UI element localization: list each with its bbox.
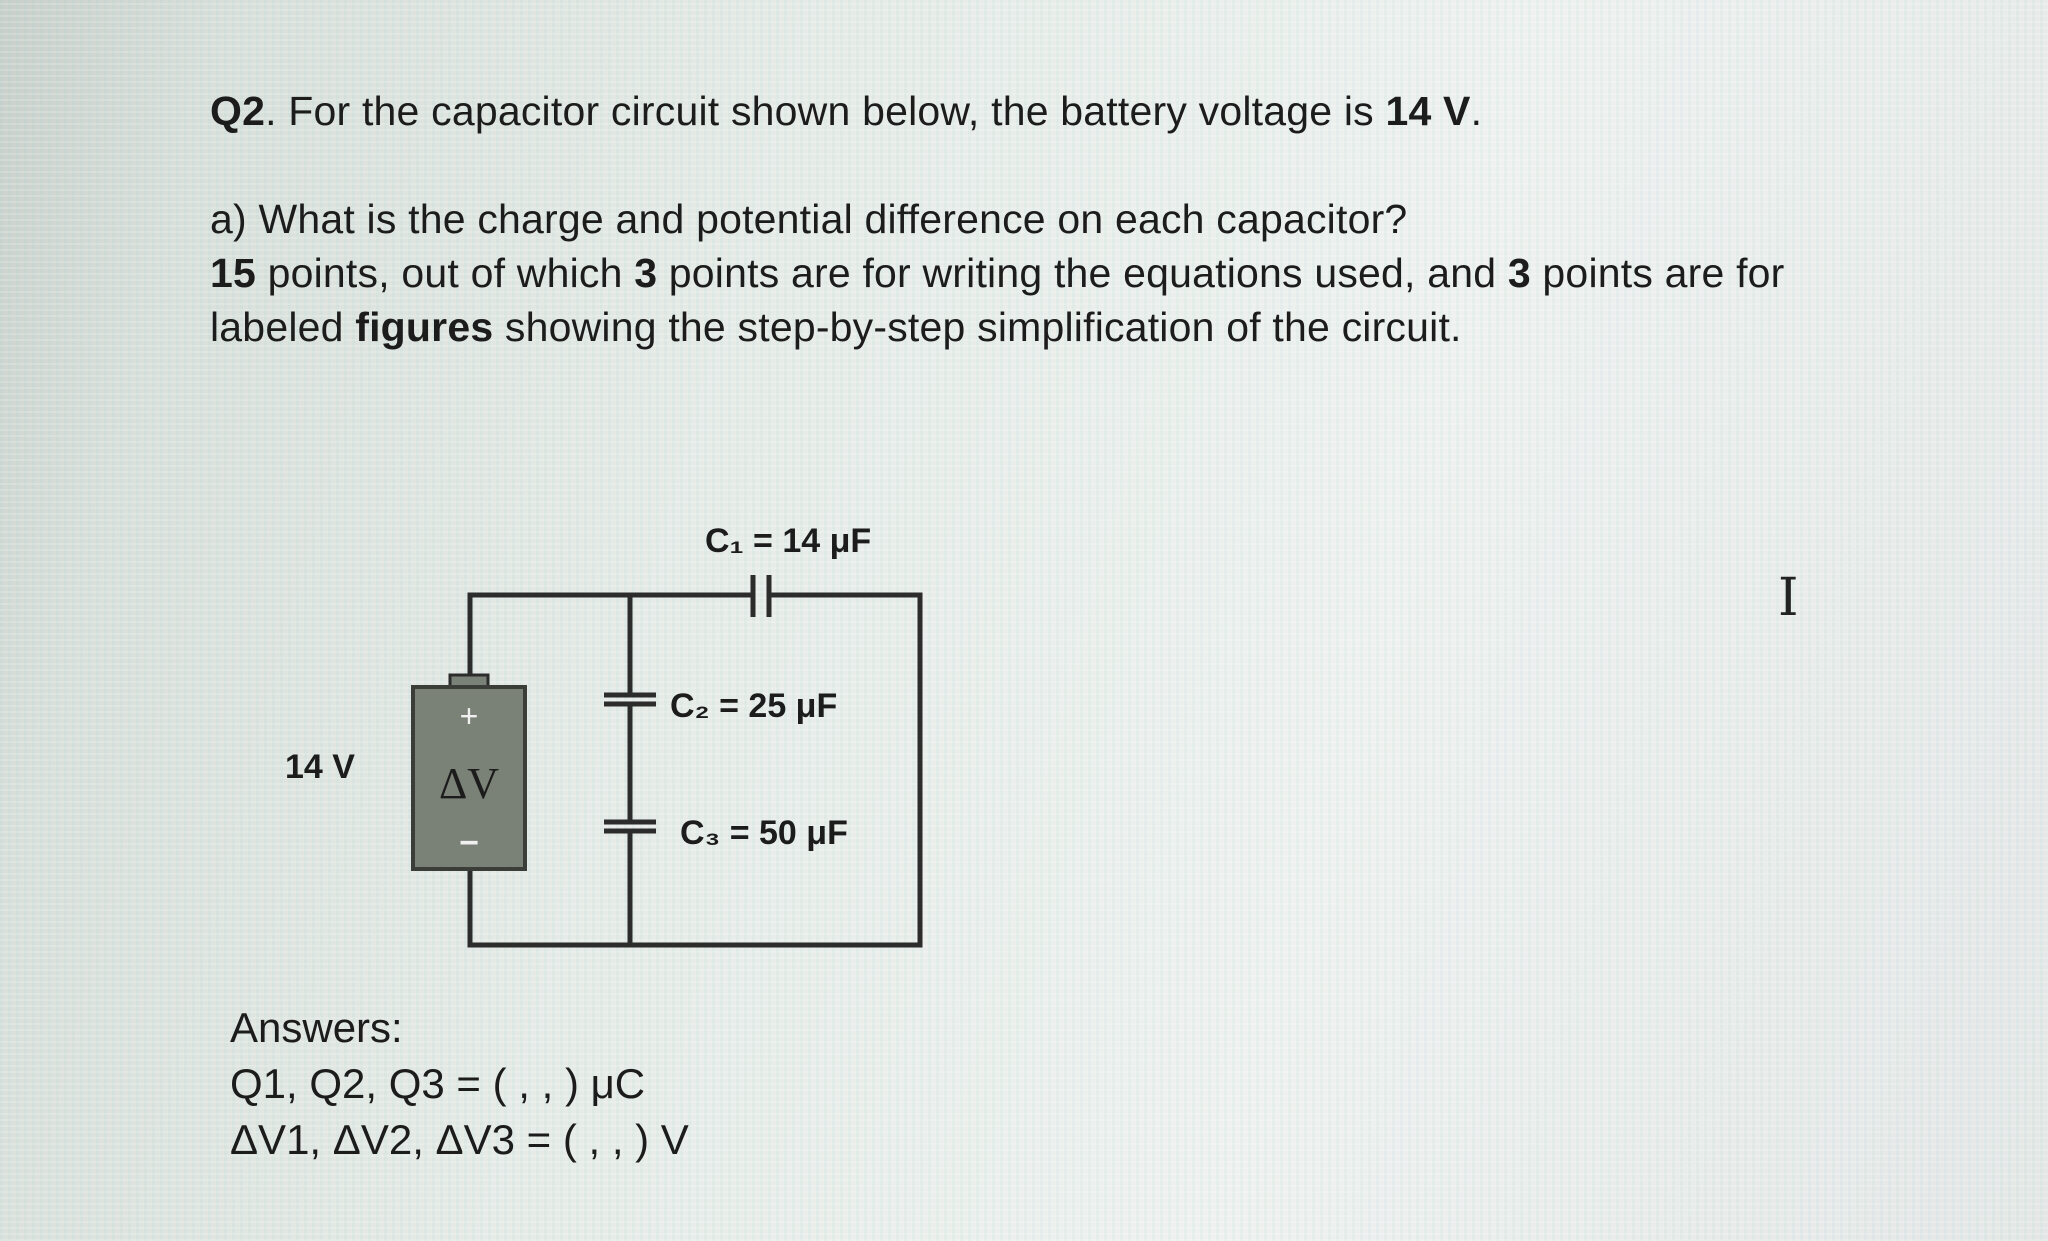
answers-section: Answers: Q1, Q2, Q3 = ( , , ) μC ΔV1, ΔV…: [230, 1000, 689, 1168]
question-title: Q2. For the capacitor circuit shown belo…: [210, 88, 1482, 135]
battery-voltage-label: 14 V: [285, 748, 355, 786]
wire-outer-loop: [467, 592, 923, 948]
part-a-question: a) What is the charge and potential diff…: [210, 196, 1408, 242]
battery-voltage-value: 14 V: [1385, 88, 1471, 134]
c2-label: C₂ = 25 μF: [670, 687, 837, 725]
points-text-3: points are for: [1530, 250, 1785, 296]
voltages-answer: ΔV1, ΔV2, ΔV3 = ( , , ) V: [230, 1116, 689, 1163]
battery-delta-v: ΔV: [439, 759, 499, 808]
answers-title: Answers:: [230, 1004, 403, 1051]
c1-label: C₁ = 14 μF: [705, 522, 871, 560]
points-total: 15: [210, 250, 257, 296]
figures-bold: figures: [355, 304, 494, 350]
battery-icon: [411, 685, 527, 871]
battery-plus: +: [460, 698, 479, 734]
charges-answer: Q1, Q2, Q3 = ( , , ) μC: [230, 1060, 646, 1107]
labeled-text-1: labeled: [210, 304, 356, 350]
points-figures: 3: [1507, 250, 1531, 296]
battery-minus: −: [459, 824, 479, 862]
wire-top-left: [467, 592, 751, 675]
text-cursor-icon: I: [1778, 568, 1799, 628]
capacitor-circuit-diagram: + ΔV − C₁ = 14 μF C₂ = 25 μF C₃ = 50 μF …: [285, 522, 923, 948]
points-equations: 3: [634, 250, 658, 296]
question-end: .: [1470, 88, 1483, 134]
question-text: . For the capacitor circuit shown below,…: [265, 88, 1386, 134]
points-description: 15 points, out of which 3 points are for…: [210, 250, 1785, 297]
figures-description: labeled figures showing the step-by-step…: [210, 304, 1462, 351]
points-text-1: points, out of which: [256, 250, 635, 296]
c3-label: C₃ = 50 μF: [680, 814, 848, 852]
question-number: Q2: [210, 88, 266, 134]
points-text-2: points are for writing the equations use…: [657, 250, 1508, 296]
labeled-text-2: showing the step-by-step simplification …: [493, 304, 1462, 350]
